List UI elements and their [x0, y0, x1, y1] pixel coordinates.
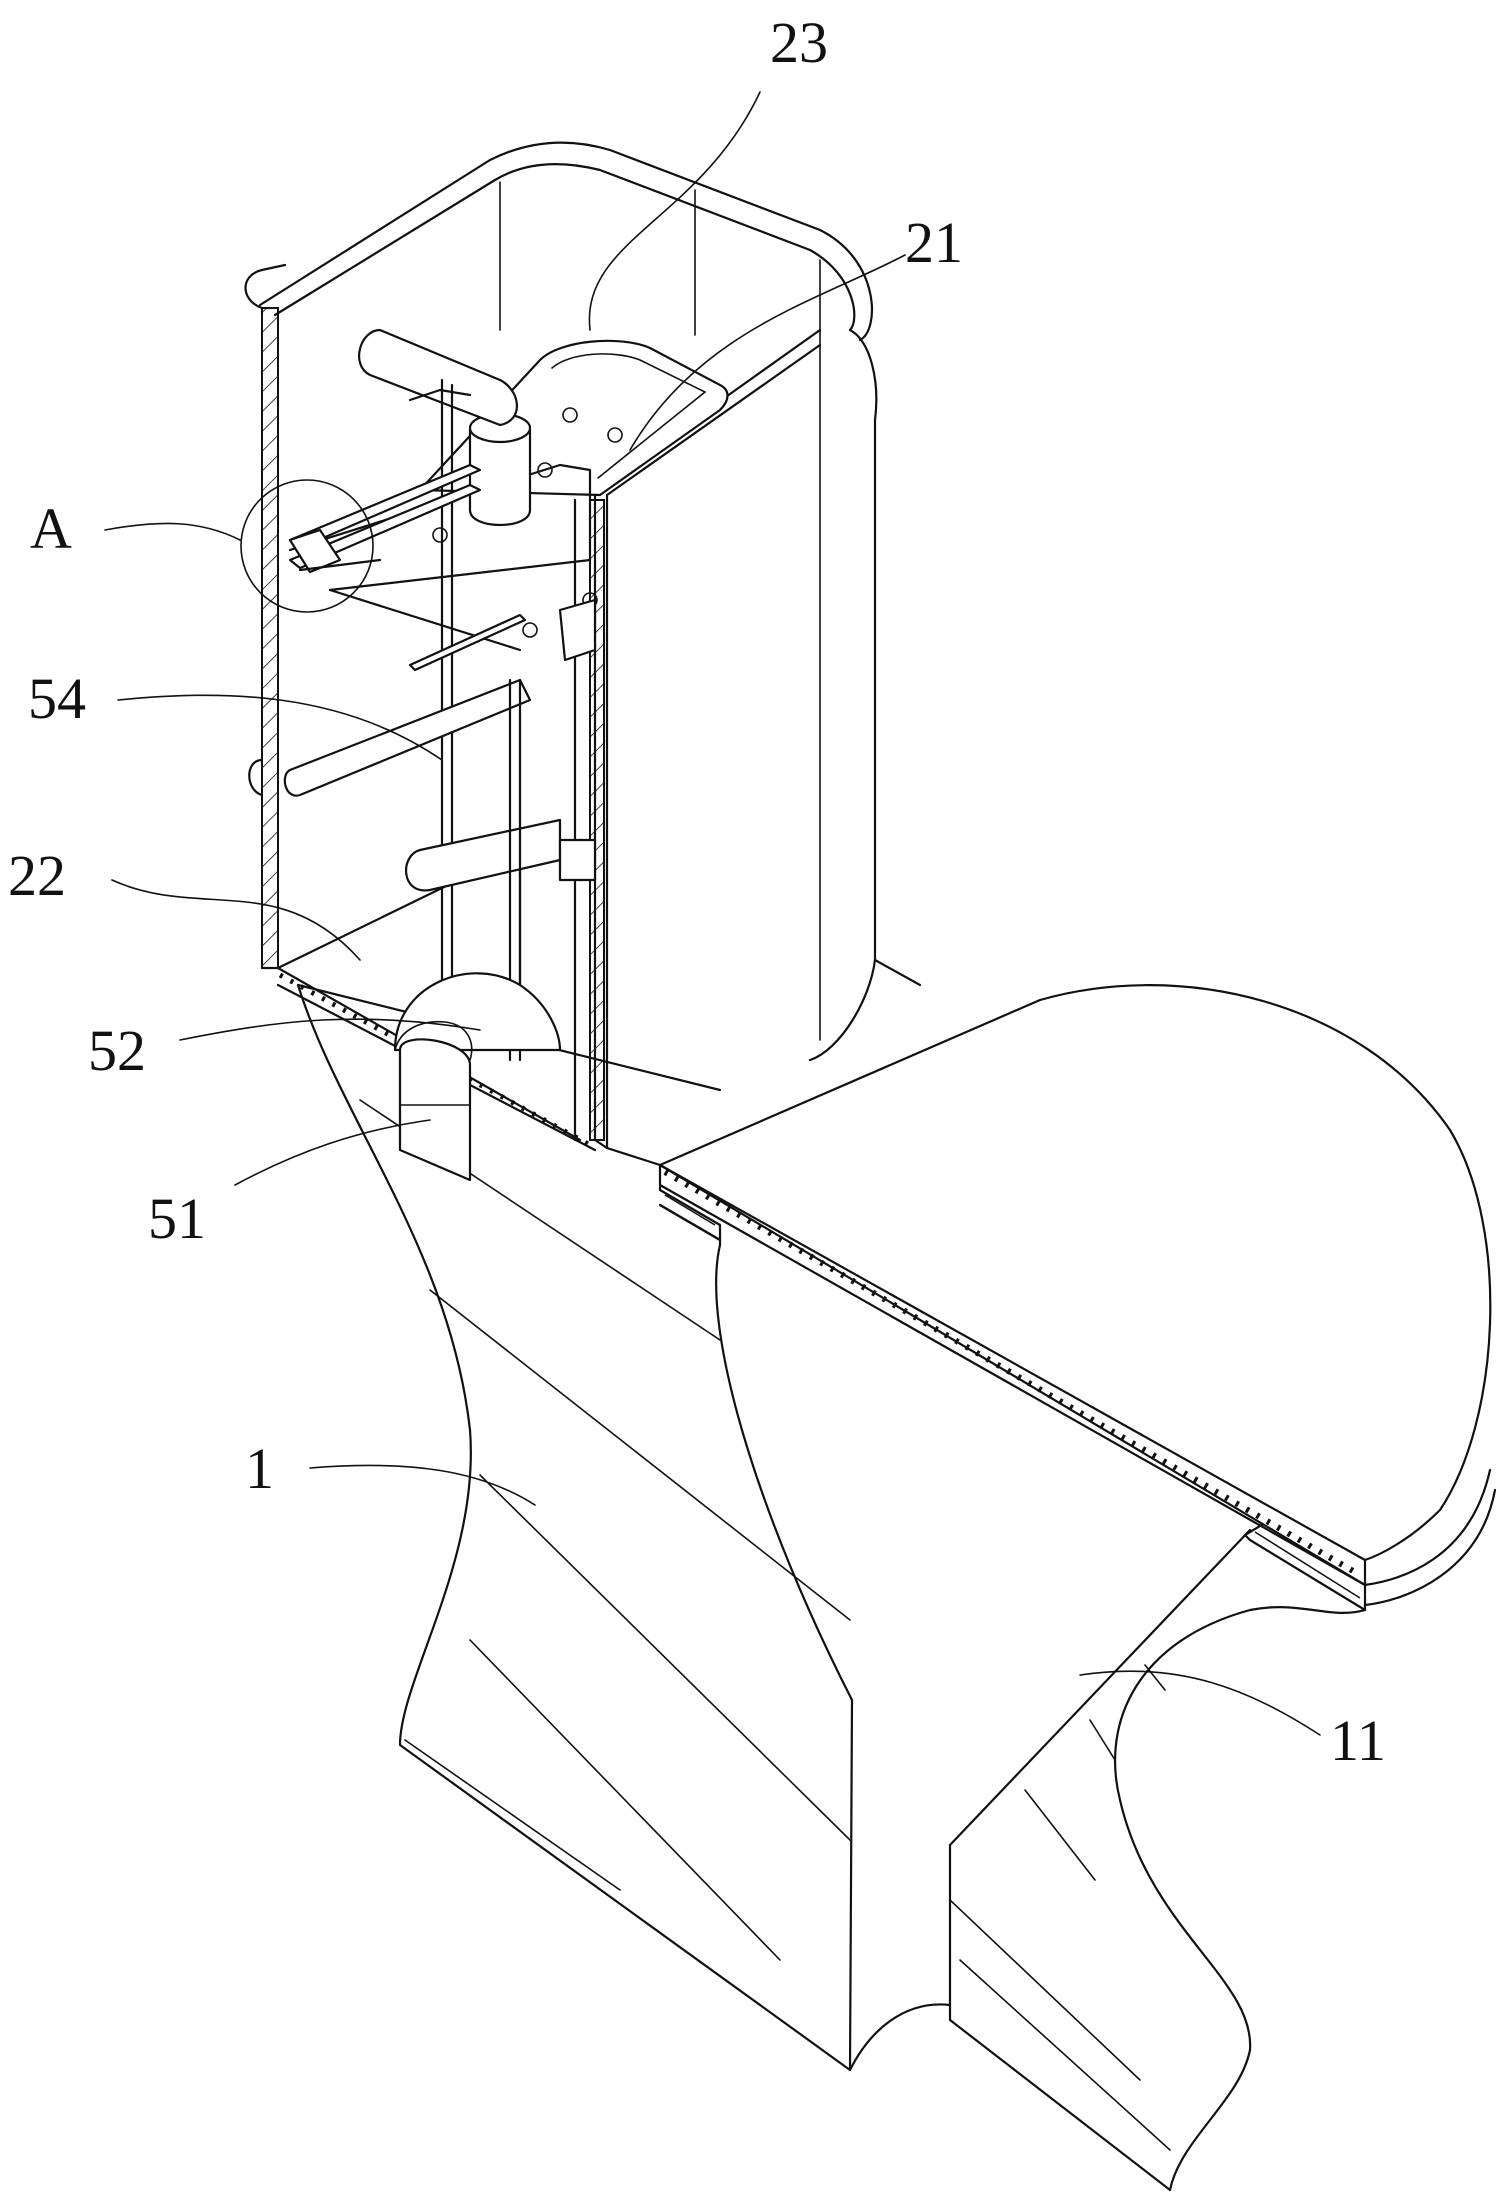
leader-21	[629, 254, 906, 451]
leader-1	[309, 1464, 536, 1506]
toilet-base	[296, 983, 1367, 2192]
label-11: 11	[1330, 1708, 1386, 1773]
leader-11	[1079, 1670, 1321, 1736]
label-52: 52	[88, 1018, 146, 1083]
leader-52	[179, 1018, 481, 1041]
leader-54	[117, 694, 443, 761]
label-23: 23	[770, 10, 828, 75]
callouts: 23 21 A 54 22 52 51 1 11	[8, 10, 1386, 1773]
leader-22	[111, 879, 361, 961]
label-22: 22	[8, 843, 66, 908]
toilet-seat-lid	[658, 984, 1497, 1607]
label-1: 1	[245, 1436, 274, 1501]
label-54: 54	[28, 666, 86, 731]
leader-51	[234, 1119, 431, 1186]
label-51: 51	[148, 1186, 206, 1251]
tank-internals	[240, 328, 729, 1182]
leader-23	[588, 91, 761, 331]
label-21: 21	[905, 210, 963, 275]
label-A: A	[30, 496, 72, 561]
leader-A	[104, 522, 241, 541]
